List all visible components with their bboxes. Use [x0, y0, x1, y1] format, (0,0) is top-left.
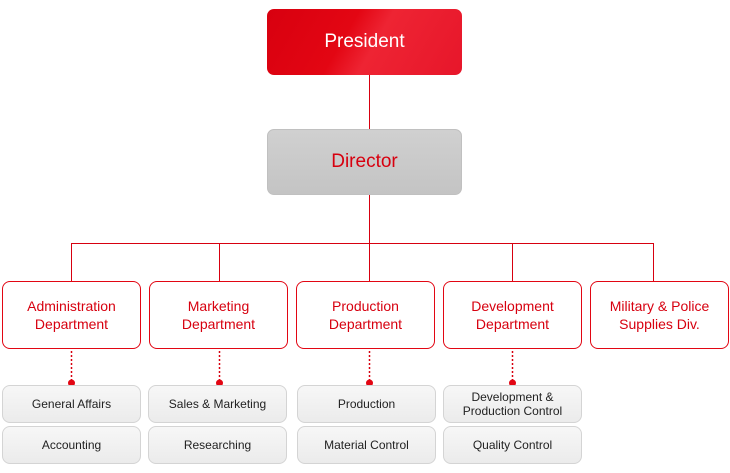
sub-dot-1 — [68, 379, 75, 387]
dept-label: Development Department — [471, 298, 554, 332]
sub-label: Sales & Marketing — [168, 397, 267, 411]
dept-label: Marketing Department — [181, 298, 256, 332]
dept-label: Military & Police Supplies Div. — [609, 298, 710, 332]
sub-development-production-control: Development & Production Control — [443, 385, 582, 423]
dept-administration: Administration Department — [2, 281, 141, 349]
sub-label: Accounting — [41, 438, 102, 452]
president-label: President — [324, 31, 405, 52]
president-box: President — [267, 9, 462, 75]
sub-general-affairs: General Affairs — [2, 385, 141, 423]
dept-production: Production Department — [296, 281, 435, 349]
sub-label: General Affairs — [31, 397, 112, 411]
sub-accounting: Accounting — [2, 426, 141, 464]
sub-dot-3 — [366, 379, 373, 387]
sub-dot-4 — [509, 379, 516, 387]
sub-quality-control: Quality Control — [443, 426, 582, 464]
dept-marketing: Marketing Department — [149, 281, 288, 349]
sub-dot-2 — [216, 379, 223, 387]
sub-researching: Researching — [148, 426, 287, 464]
sub-label: Material Control — [324, 438, 409, 452]
sub-label: Development & Production Control — [462, 390, 563, 418]
sub-label: Researching — [183, 438, 252, 452]
sub-sales-marketing: Sales & Marketing — [148, 385, 287, 423]
dept-military-police: Military & Police Supplies Div. — [590, 281, 729, 349]
dept-label: Production Department — [328, 298, 403, 332]
dept-label: Administration Department — [27, 298, 116, 332]
dept-development: Development Department — [443, 281, 582, 349]
director-label: Director — [331, 151, 398, 172]
director-box: Director — [267, 129, 462, 195]
sub-label: Quality Control — [472, 438, 553, 452]
sub-material-control: Material Control — [297, 426, 436, 464]
sub-production: Production — [297, 385, 436, 423]
sub-label: Production — [337, 397, 396, 411]
